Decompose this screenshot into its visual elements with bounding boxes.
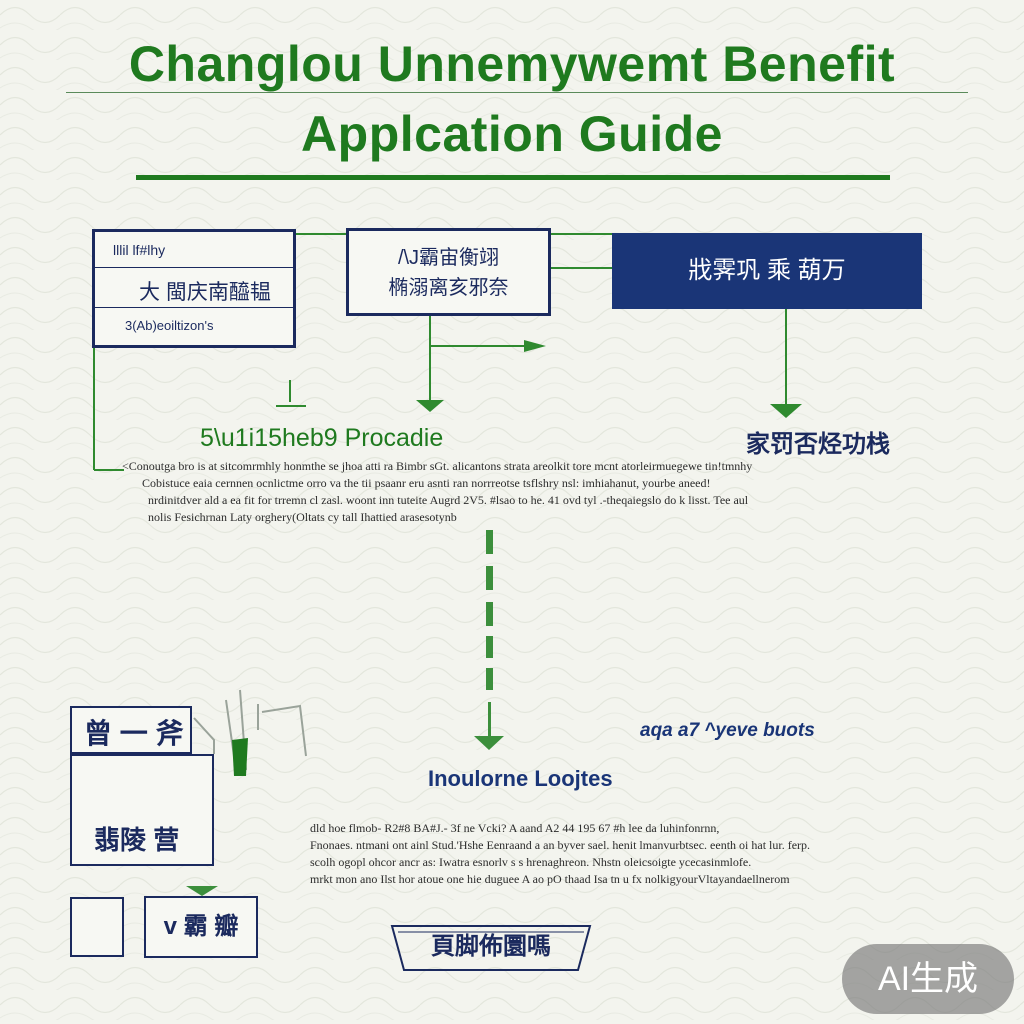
application-step-line1: /\J霸宙衡翊 (397, 247, 500, 269)
dash-stem (488, 702, 491, 736)
applicant-info-row-1: lllil lf#lhy (95, 232, 293, 268)
arrow-down-center (474, 736, 504, 750)
dash-1 (486, 530, 493, 554)
sketch-lines (225, 689, 307, 771)
applicant-info-row-3: 3(Ab)eoiltizon's (125, 318, 214, 333)
title-divider-thick (136, 175, 890, 180)
arrow-mid-branch (524, 340, 546, 352)
bottom-banner-frame (390, 925, 592, 971)
procedure-paragraph-line1: <Conoutga bro is at sitcomrmhly honmthe … (122, 459, 753, 473)
right-heading: 家罚否烃功栈 (746, 431, 890, 458)
procedure-paragraph: <Conoutga bro is at sitcomrmhly honmthe … (122, 458, 952, 526)
details-paragraph-line3: scolh ogopl ohcor ancr as: Iwatra esnorl… (310, 855, 752, 869)
application-step-box: /\J霸宙衡翊 椭溺离亥邪奈 (346, 228, 551, 316)
procedure-paragraph-line4: nolis Fesichrnan Laty orghery(Oltats cy … (148, 510, 457, 524)
procedure-paragraph-line2: Cobistuce eaia cernnen ocnlictme orro va… (142, 476, 711, 490)
arrow-down-mid (416, 400, 444, 412)
small-box-square (70, 897, 124, 957)
small-box-middle-text: 翡陵 营 (94, 825, 180, 855)
arrow-down-bottom-left (186, 886, 218, 896)
dash-5 (486, 668, 493, 690)
procedure-heading: 5\u1i15heb9 Procadie (200, 424, 444, 452)
page-title-line2: Applcation Guide (301, 106, 723, 162)
aqa-label: aqa a7 ^yeve buots (640, 720, 815, 741)
details-paragraph-line1: dld hoe flmob- R2#8 BA#J.- 3f ne Vcki? A… (310, 821, 720, 835)
title-divider-thin (66, 92, 968, 93)
small-box-middle: 翡陵 营 (70, 754, 214, 866)
bottom-banner-text: 頁脚佈圜嗎 (431, 933, 551, 960)
applicant-info-box: lllil lf#lhy 大 閩庆南醯韫 3(Ab)eoiltizon's (92, 229, 296, 348)
dash-2 (486, 566, 493, 590)
dash-4 (486, 636, 493, 658)
ai-generated-watermark: AI生成 (842, 944, 1014, 1014)
procedure-paragraph-line3: nrdinitdver ald a ea fit for trremn cl z… (148, 493, 749, 507)
page-title-line1: Changlou Unnemywemt Benefit (128, 36, 896, 92)
application-step-line2: 椭溺离亥邪奈 (388, 277, 509, 299)
arrow-down-right (770, 404, 802, 418)
dash-3 (486, 602, 493, 626)
applicant-info-row-2: 大 閩庆南醯韫 (95, 268, 293, 308)
small-box-top: 曾 一 斧 (70, 706, 192, 754)
small-box-bottom-right: v 霸 瓣 (144, 896, 258, 958)
innovation-heading: Inoulorne Loojtes (428, 766, 613, 791)
details-paragraph: dld hoe flmob- R2#8 BA#J.- 3f ne Vcki? A… (310, 820, 940, 888)
details-paragraph-line4: mrkt mon ano Ilst hor atoue one hie dugu… (310, 872, 790, 886)
approval-step-box: 戕霁巩 乘 葫万 (612, 233, 922, 309)
details-paragraph-line2: Fnonaes. ntmani ont ainl Stud.'Hshe Eenr… (310, 838, 811, 852)
leaf-mark-1 (232, 738, 248, 776)
sketch-lines-2 (193, 717, 215, 754)
